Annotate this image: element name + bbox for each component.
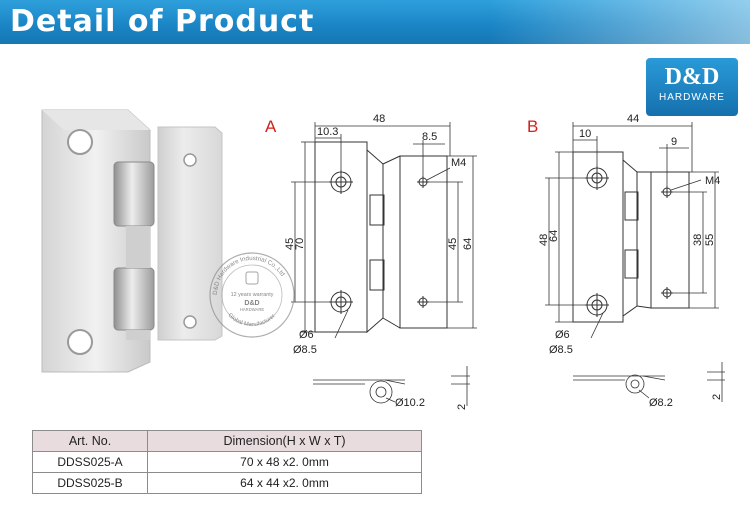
- watermark-emblem-icon: [245, 271, 259, 285]
- cell-art-no: DDSS025-B: [32, 472, 148, 494]
- dim-b-leaf-height: 55: [704, 234, 716, 246]
- hinge-right-leaf: [157, 126, 223, 341]
- dim-a-hole-small: Ø6: [299, 329, 314, 341]
- dim-a-height: 70: [294, 238, 306, 250]
- dim-b-hole-spacing-right: 38: [692, 234, 704, 246]
- watermark-brand-sub: HARDWARE: [240, 307, 264, 312]
- drawing-a-dimensions: [291, 122, 477, 406]
- dim-b-knuckle: Ø8.2: [649, 397, 673, 409]
- logo-sub-text: HARDWARE: [659, 92, 725, 103]
- dim-b-hole-large: Ø8.5: [549, 344, 573, 356]
- drawing-a-label: A: [265, 117, 277, 136]
- drawing-b-dimensions: [545, 122, 725, 402]
- dim-a-tab-offset: 8.5: [422, 131, 437, 143]
- watermark-arc-text: D&D Hardware Industrial Co.,Ltd: [212, 255, 286, 295]
- header-banner: Detail of Product: [0, 0, 750, 44]
- drawing-a-outline: [314, 141, 448, 334]
- header-dimension: Dimension(H x W x T): [147, 430, 422, 452]
- dim-a-leaf-height: 64: [462, 238, 474, 250]
- dim-b-tab-offset: 9: [671, 136, 677, 148]
- cell-dimension: 70 x 48 x2. 0mm: [147, 451, 422, 473]
- page-title: Detail of Product: [10, 4, 315, 39]
- product-photo: [41, 109, 223, 373]
- dim-a-hole-large: Ø8.5: [293, 344, 317, 356]
- watermark-center-text: 12 years warranty: [231, 292, 274, 298]
- dim-b-thickness: 2: [711, 394, 723, 400]
- brand-logo: D&D HARDWARE: [646, 58, 738, 116]
- drawing-b-outline: [572, 151, 690, 323]
- table-row: DDSS025-B 64 x 44 x2. 0mm: [32, 472, 422, 494]
- table-row: DDSS025-A 70 x 48 x2. 0mm: [32, 451, 422, 473]
- cell-art-no: DDSS025-A: [32, 451, 148, 473]
- dim-a-knuckle: Ø10.2: [395, 397, 425, 409]
- dim-b-hole-small: Ø6: [555, 329, 570, 341]
- dim-a-width: 48: [373, 113, 385, 125]
- dim-a-hole-spacing-right: 45: [447, 238, 459, 250]
- cell-dimension: 64 x 44 x2. 0mm: [147, 472, 422, 494]
- dim-a-hole-offset: 10.3: [317, 126, 338, 138]
- drawing-b-label: B: [527, 117, 538, 136]
- hinge-knuckles: [113, 161, 155, 340]
- dim-b-hole-offset: 10: [579, 128, 591, 140]
- watermark-bottom-text: Global Manufacturer: [227, 312, 277, 328]
- dim-b-hole-spacing-left: 48: [538, 234, 550, 246]
- watermark-seal: D&D Hardware Industrial Co.,Ltd Global M…: [209, 252, 295, 338]
- dim-b-thread: M4: [705, 175, 720, 187]
- spec-table: Art. No. Dimension(H x W x T) DDSS025-A …: [32, 430, 422, 494]
- dim-a-thread: M4: [451, 157, 466, 169]
- header-art-no: Art. No.: [32, 430, 148, 452]
- watermark-brand: D&D: [244, 300, 259, 307]
- dim-a-hole-spacing-left: 45: [284, 238, 296, 250]
- hinge-holes: [67, 129, 197, 355]
- dim-b-width: 44: [627, 113, 639, 125]
- table-header-row: Art. No. Dimension(H x W x T): [32, 430, 422, 452]
- technical-drawings: A 48 10.3 8.5 M4 70 45 45 64 Ø6 Ø8.5 Ø10…: [265, 113, 725, 410]
- banner-fade: [490, 0, 750, 44]
- dim-a-thickness: 2: [456, 404, 468, 410]
- dim-b-height: 64: [548, 230, 560, 242]
- logo-main-text: D&D: [664, 64, 720, 90]
